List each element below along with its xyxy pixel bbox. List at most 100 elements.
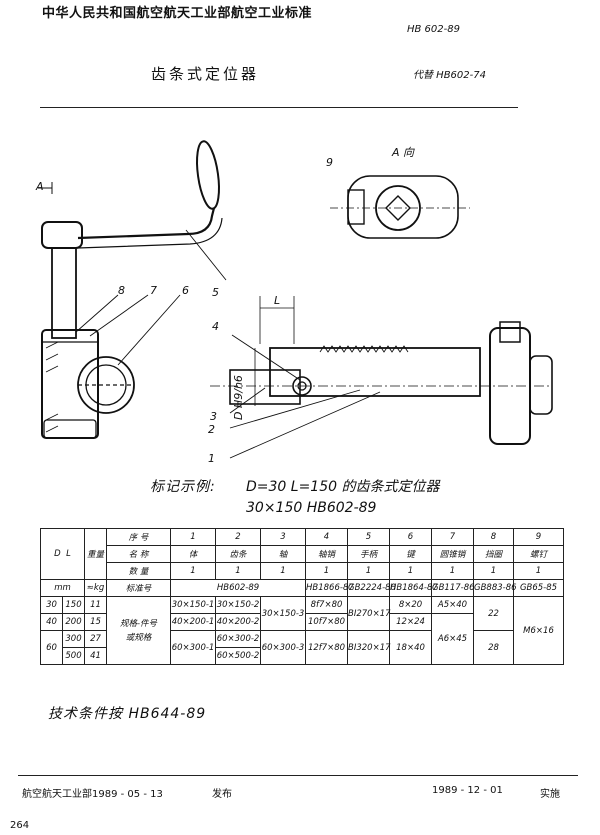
row2-w: 15 bbox=[84, 613, 108, 631]
row3-l: 300 bbox=[61, 630, 86, 648]
assembly-drawing: A A 向 L D H9/h6 1 2 3 4 5 6 7 8 9 bbox=[35, 140, 553, 465]
col-name-4: 轴销 bbox=[305, 545, 349, 563]
effective-date: 1989 - 12 - 01 bbox=[432, 785, 503, 796]
col-qty-2: 1 bbox=[215, 562, 262, 580]
marking-code: 30×150 HB602-89 bbox=[246, 500, 377, 516]
std-8: GB883-86 bbox=[473, 579, 517, 597]
c2-r2: 40×200-2 bbox=[215, 613, 262, 631]
view-label-a: A bbox=[35, 180, 44, 193]
c7-r234: A6×45 bbox=[431, 613, 475, 665]
col-no-4: 4 bbox=[305, 528, 349, 546]
callout-2: 2 bbox=[208, 423, 215, 436]
doc-code: HB 602-89 bbox=[407, 24, 460, 35]
col-name-5: 手柄 bbox=[347, 545, 391, 563]
callout-1: 1 bbox=[208, 452, 215, 465]
callout-8: 8 bbox=[118, 284, 125, 297]
c6-r2: 12×24 bbox=[389, 613, 433, 631]
dim-d-label: D H9/h6 bbox=[232, 375, 245, 420]
c3-r34: 60×300-3 bbox=[260, 630, 307, 665]
c1-r2: 40×200-1 bbox=[170, 613, 217, 631]
unit-mm: mm bbox=[39, 579, 86, 597]
unit-kg: ≈kg bbox=[84, 579, 108, 597]
c6-r34: 18×40 bbox=[389, 630, 433, 665]
std-9: GB65-85 bbox=[513, 579, 565, 597]
c8-r34: 28 bbox=[473, 630, 515, 665]
view-label-a-dir: A 向 bbox=[391, 146, 415, 159]
c6-r1: 8×20 bbox=[389, 596, 433, 614]
c2-r3: 60×300-2 bbox=[215, 630, 262, 648]
marking-label: 标记示例: bbox=[150, 479, 216, 495]
spec-label-cell: 规格-件号或规格 bbox=[106, 596, 172, 665]
c3-r12: 30×150-3 bbox=[260, 596, 307, 631]
std-5: GB2224-80 bbox=[347, 579, 396, 597]
row2-d: 40 bbox=[40, 613, 63, 631]
row1-w: 11 bbox=[84, 596, 108, 614]
callout-7: 7 bbox=[150, 284, 157, 297]
c1-r34: 60×300-1 bbox=[170, 630, 217, 665]
col-qty-1: 1 bbox=[170, 562, 217, 580]
col-name-9: 螺钉 bbox=[513, 545, 565, 563]
marking-example: D=30 L=150 的齿条式定位器 bbox=[246, 479, 440, 495]
col-no-9: 9 bbox=[513, 528, 565, 546]
header-rule bbox=[40, 107, 518, 108]
doc-name: 齿条式定位器 bbox=[151, 65, 260, 83]
col-qty-8: 1 bbox=[473, 562, 515, 580]
c9-all: M6×16 bbox=[513, 596, 565, 665]
c5-r12: BI270×17 bbox=[347, 596, 391, 631]
col-qty-4: 1 bbox=[305, 562, 349, 580]
header-dl-cell: D L bbox=[39, 528, 86, 580]
footer-rule bbox=[18, 775, 578, 776]
col-qty-3: 1 bbox=[260, 562, 307, 580]
row1-l: 150 bbox=[61, 596, 86, 614]
col-name-7: 圆锥销 bbox=[431, 545, 475, 563]
col-no-8: 8 bbox=[473, 528, 515, 546]
page-number: 264 bbox=[10, 820, 30, 831]
dim-l-label: L bbox=[274, 294, 280, 307]
col-no-7: 7 bbox=[431, 528, 475, 546]
col-no-3: 3 bbox=[260, 528, 307, 546]
std-6: HB1864-87 bbox=[389, 579, 438, 597]
col-no-2: 2 bbox=[215, 528, 262, 546]
row2-l: 200 bbox=[61, 613, 86, 631]
c4-r2: 10f7×80 bbox=[305, 613, 349, 631]
col-qty-5: 1 bbox=[347, 562, 391, 580]
replaces-note: 代替 HB602-74 bbox=[413, 70, 486, 81]
col-qty-7: 1 bbox=[431, 562, 475, 580]
effective-word: 实施 bbox=[540, 789, 560, 800]
col-name-8: 挡圈 bbox=[473, 545, 515, 563]
col-no-1: 1 bbox=[170, 528, 217, 546]
publisher-date: 航空航天工业部1989 - 05 - 13 bbox=[22, 789, 163, 800]
c5-r34: BI320×17 bbox=[347, 630, 391, 665]
std-main: HB602-89 bbox=[170, 579, 307, 597]
header-weight: 重量 bbox=[84, 528, 108, 580]
col-name-3: 轴 bbox=[260, 545, 307, 563]
std-7: GB117-86 bbox=[431, 579, 475, 597]
col-no-6: 6 bbox=[389, 528, 433, 546]
c4-r34: 12f7×80 bbox=[305, 630, 349, 665]
row1-d: 30 bbox=[40, 596, 63, 614]
header-name: 名 称 bbox=[106, 545, 172, 563]
c1-r1: 30×150-1 bbox=[170, 596, 217, 614]
header-std: 标准号 bbox=[106, 579, 172, 597]
c2-r1: 30×150-2 bbox=[215, 596, 262, 614]
callout-5: 5 bbox=[212, 286, 219, 299]
row3-w: 27 bbox=[84, 630, 108, 648]
header-qty: 数 量 bbox=[106, 562, 172, 580]
c8-r12: 22 bbox=[473, 596, 515, 631]
row3-d: 60 bbox=[40, 630, 63, 665]
col-name-1: 体 bbox=[170, 545, 217, 563]
col-qty-6: 1 bbox=[389, 562, 433, 580]
col-name-6: 键 bbox=[389, 545, 433, 563]
tech-requirement: 技术条件按 HB644-89 bbox=[48, 706, 207, 722]
publish-word: 发布 bbox=[212, 789, 232, 800]
col-name-2: 齿条 bbox=[215, 545, 262, 563]
c4-r1: 8f7×80 bbox=[305, 596, 349, 614]
callout-3: 3 bbox=[210, 410, 217, 423]
row4-l: 500 bbox=[61, 647, 86, 665]
parts-table: D L 重量 序 号 1 2 3 4 5 6 7 8 9 名 称 体 齿条 轴 … bbox=[39, 528, 565, 665]
header-seq: 序 号 bbox=[106, 528, 172, 546]
callout-9: 9 bbox=[326, 156, 333, 169]
col-no-5: 5 bbox=[347, 528, 391, 546]
c2-r4: 60×500-2 bbox=[215, 647, 262, 665]
row4-w: 41 bbox=[84, 647, 108, 665]
